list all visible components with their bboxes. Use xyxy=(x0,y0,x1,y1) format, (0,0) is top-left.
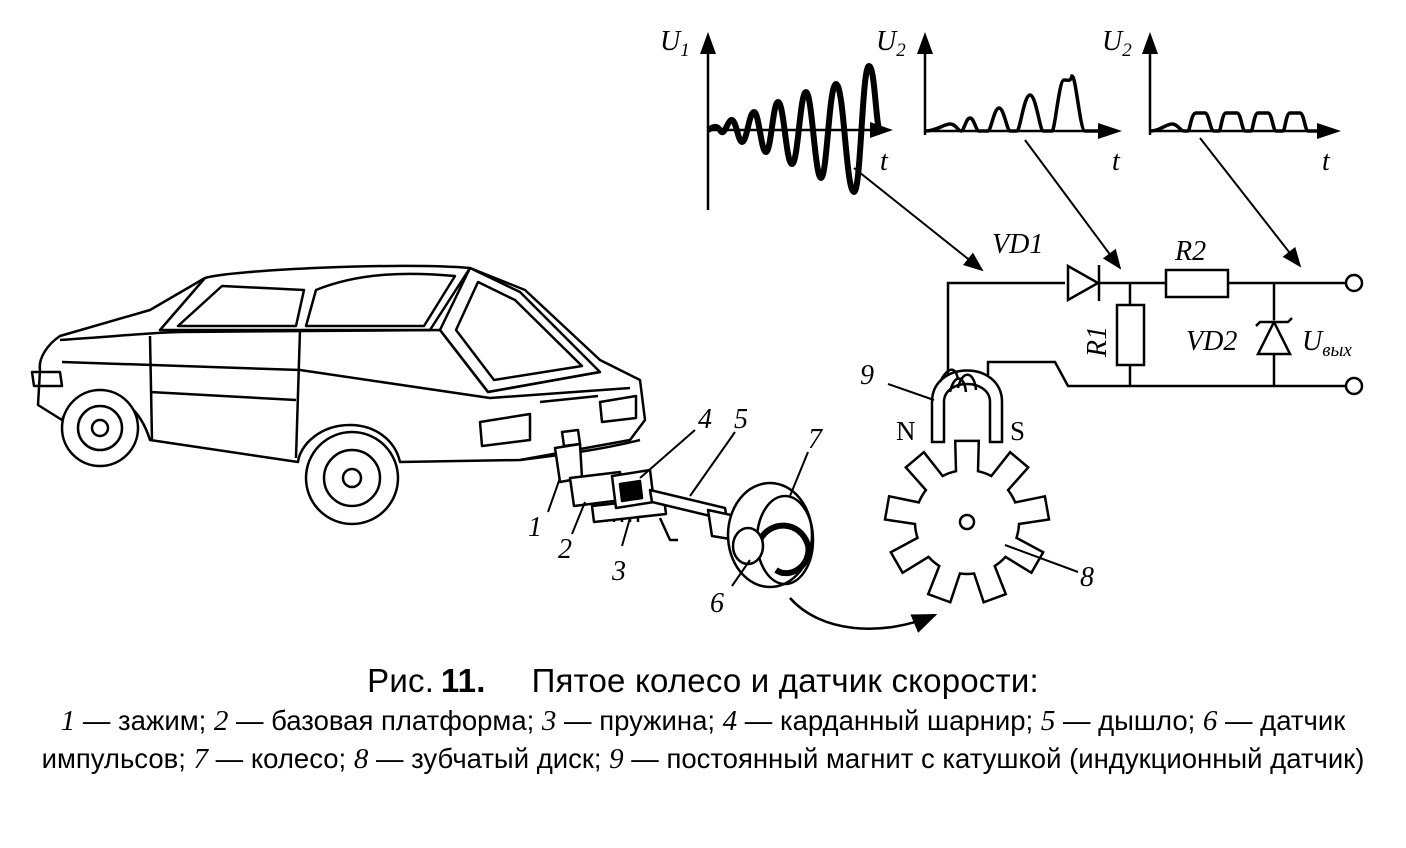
callout-8-leader xyxy=(1004,544,1079,573)
legend-item-text: — пружина; xyxy=(556,705,716,736)
r2-label: R2 xyxy=(1174,236,1206,267)
graph-u1-label: U1 xyxy=(660,26,690,61)
diode-vd2 xyxy=(1255,317,1293,356)
diagram-figure: U1 t U2 t U2 t xyxy=(30,26,1364,633)
legend-item-number: 7 xyxy=(193,743,209,775)
graph-u2-clipped-label: U2 xyxy=(1102,26,1132,61)
graph-pointer-arrows xyxy=(853,137,1302,272)
pulse-sensor xyxy=(731,526,765,566)
curved-arrow-wheel-to-disk xyxy=(789,597,938,633)
legend-item-text: — постоянный магнит с катушкой (индукцио… xyxy=(623,743,1365,774)
graph-u1-time-label: t xyxy=(880,146,889,177)
resistor-r2 xyxy=(1164,268,1230,299)
vd1-label: VD1 xyxy=(992,229,1043,260)
figure-caption: Рис. 11.Пятое колесо и датчик скорости: … xyxy=(0,660,1406,778)
legend-item: 7 — колесо; xyxy=(193,743,347,775)
legend-item-number: 5 xyxy=(1040,705,1056,737)
legend-item: 5 — дышло; xyxy=(1040,705,1196,737)
legend-item: 8 — зубчатый диск; xyxy=(353,743,602,775)
caption-number: 11. xyxy=(440,662,486,699)
caption-legend: 1 — зажим; 2 — базовая платформа; 3 — пр… xyxy=(18,702,1388,778)
callout-6: 6 xyxy=(710,588,724,619)
circuit-wire-bottom xyxy=(986,360,1345,388)
toothed-disk-hole xyxy=(958,513,976,531)
legend-item: 2 — базовая платформа; xyxy=(213,705,535,737)
graph-u2-clipped xyxy=(1142,32,1341,139)
callout-9: 9 xyxy=(860,360,874,391)
graph-u2-time-label: t xyxy=(1112,146,1121,177)
toothed-disk xyxy=(883,439,1051,604)
circuit-wire-left xyxy=(946,281,1065,378)
callout-1: 1 xyxy=(528,512,542,543)
legend-item: 1 — зажим; xyxy=(60,705,207,737)
graph-u2-label: U2 xyxy=(876,26,906,61)
legend-item-number: 2 xyxy=(213,705,229,737)
vd2-label: VD2 xyxy=(1186,326,1237,357)
legend-item-text: — карданный шарнир; xyxy=(737,705,1034,736)
legend-item-number: 9 xyxy=(609,743,624,775)
legend-item: 9 — постоянный магнит с катушкой (индукц… xyxy=(609,743,1365,775)
legend-item-number: 3 xyxy=(541,705,557,737)
caption-title: Пятое колесо и датчик скорости: xyxy=(531,662,1039,699)
r1-label: R1 xyxy=(1082,326,1113,358)
car xyxy=(30,264,647,526)
callout-numbers: 1 2 3 4 5 6 7 8 9 xyxy=(528,360,1094,619)
callout-8: 8 xyxy=(1080,562,1094,593)
legend-item-text: — базовая платформа; xyxy=(228,705,535,736)
legend-item: 3 — пружина; xyxy=(541,705,716,737)
callout-3: 3 xyxy=(611,556,626,587)
pointer-arrow-u2 xyxy=(1024,139,1122,270)
graph-u2-clipped-time-label: t xyxy=(1322,146,1331,177)
callout-leaders xyxy=(547,429,809,587)
legend-item-number: 1 xyxy=(60,705,76,737)
output-terminal-top xyxy=(1344,273,1364,293)
legend-item-text: — зубчатый диск; xyxy=(368,743,602,774)
callout-2: 2 xyxy=(558,534,572,565)
legend-item-text: — датчик импульсов; xyxy=(41,705,1346,774)
callout-5: 5 xyxy=(734,404,748,435)
caption-prefix: Рис. xyxy=(367,662,435,699)
pointer-arrow-u1 xyxy=(853,167,984,272)
graph-u1 xyxy=(700,32,893,210)
legend-item-text: — дышло; xyxy=(1055,705,1196,736)
callout-7: 7 xyxy=(808,424,823,455)
pointer-arrow-u2-clipped xyxy=(1199,137,1302,268)
circuit xyxy=(946,263,1364,396)
resistor-r1 xyxy=(1115,303,1146,367)
legend-item-number: 4 xyxy=(722,705,738,737)
legend-item-number: 8 xyxy=(353,743,369,775)
diagram-canvas: U1 t U2 t U2 t xyxy=(30,26,1364,633)
graph-u2-rectified xyxy=(917,32,1122,139)
caption-title-line: Рис. 11. Пятое колесо и датчик скорости: xyxy=(0,660,1406,702)
magnet-pole-n: N xyxy=(896,416,916,446)
callout-9-leader xyxy=(887,383,935,401)
fifth-wheel-assembly xyxy=(553,428,815,589)
callout-4: 4 xyxy=(698,404,712,435)
legend-item: 4 — карданный шарнир; xyxy=(722,705,1034,737)
legend-item: 6 — датчик импульсов; xyxy=(42,705,1346,774)
legend-item-text: — зажим; xyxy=(75,705,207,736)
legend-item-text: — колесо; xyxy=(208,743,347,774)
magnet-pole-s: S xyxy=(1010,416,1025,446)
legend-item-number: 6 xyxy=(1202,705,1218,737)
uout-label: Uвых xyxy=(1302,326,1352,361)
diode-vd1 xyxy=(1066,263,1101,303)
permanent-magnet xyxy=(930,368,1004,444)
output-terminal-bottom xyxy=(1344,376,1364,396)
